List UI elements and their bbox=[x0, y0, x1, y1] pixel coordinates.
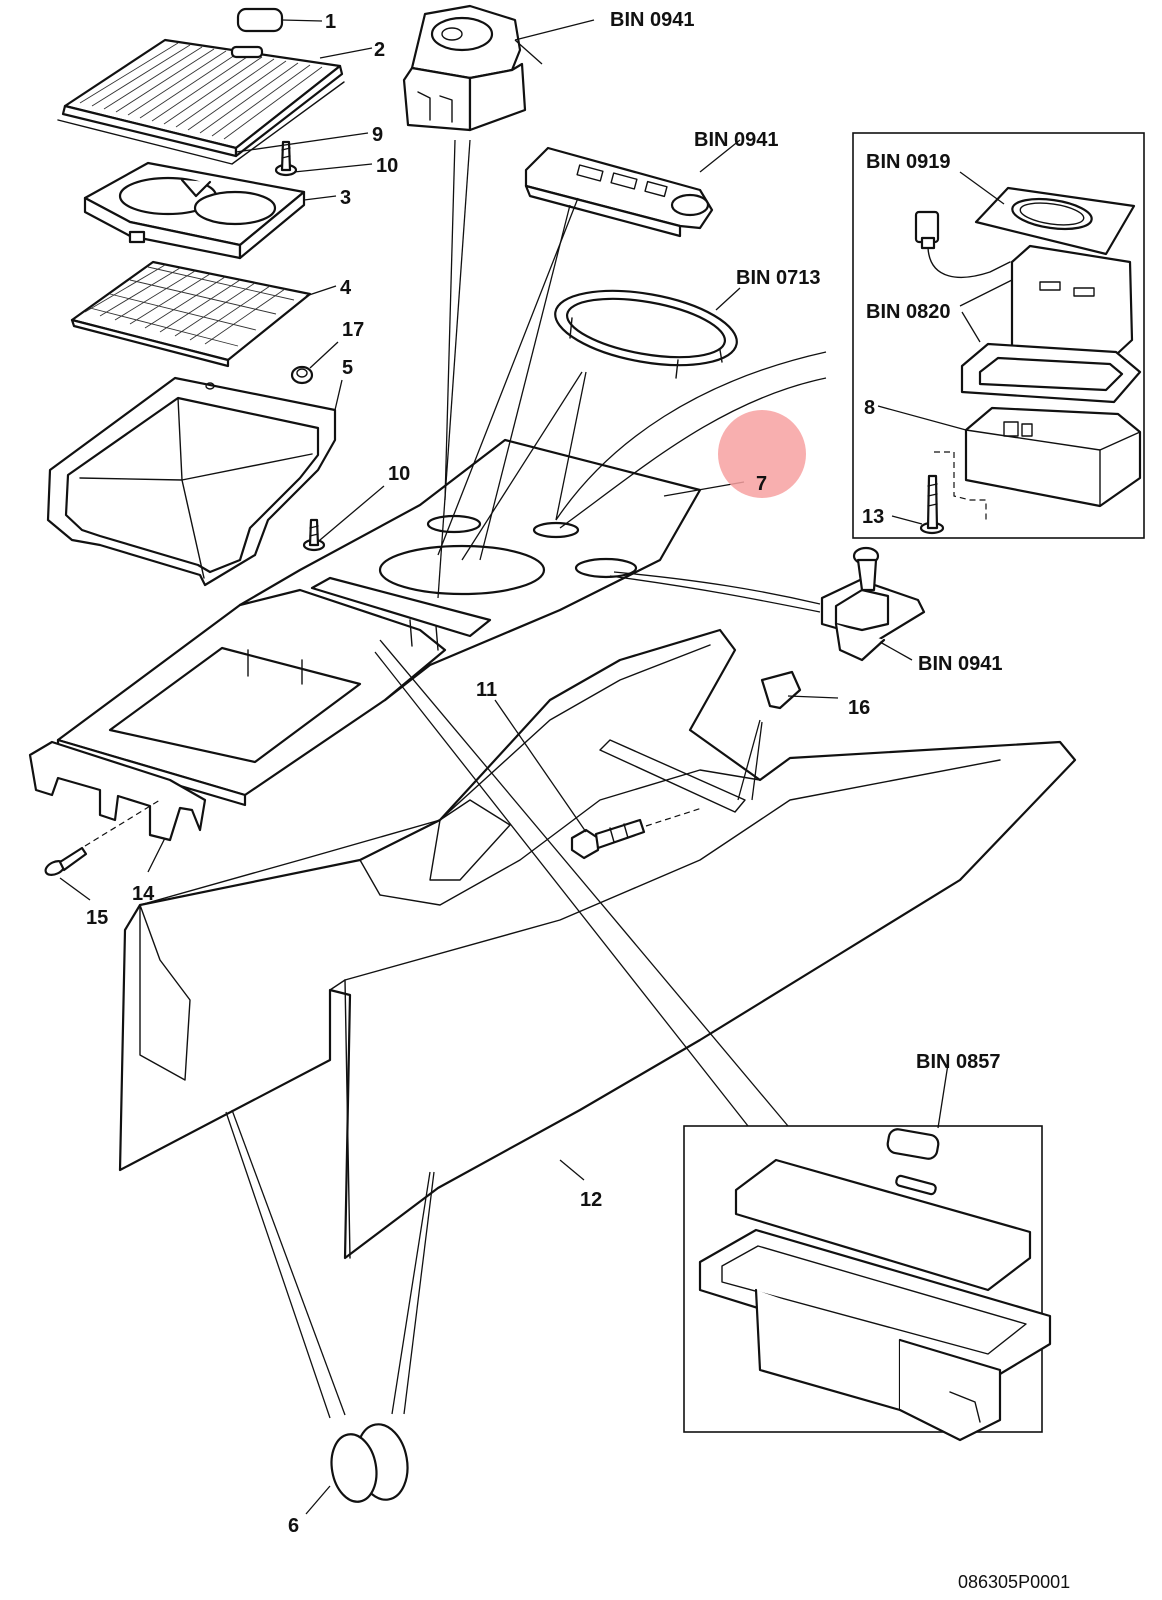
part-16-clip bbox=[760, 670, 802, 710]
bin-label-0941-mid[interactable]: BIN 0941 bbox=[694, 129, 779, 151]
callout-15[interactable]: 15 bbox=[86, 907, 108, 929]
callout-8[interactable]: 8 bbox=[864, 397, 875, 419]
part-10-screw-top bbox=[274, 140, 298, 177]
drawing-reference-number: 086305P0001 bbox=[958, 1572, 1070, 1592]
callout-1[interactable]: 1 bbox=[325, 11, 336, 33]
bin-0820-cup-holder bbox=[960, 244, 1142, 404]
part-17-grommet bbox=[290, 365, 314, 385]
callout-14[interactable]: 14 bbox=[132, 883, 155, 905]
bin-0713-trim-ring bbox=[554, 289, 738, 379]
callout-11[interactable]: 11 bbox=[476, 679, 497, 701]
callout-13[interactable]: 13 bbox=[862, 506, 884, 528]
bin-0919-connector-wire bbox=[914, 210, 1011, 278]
bin-0857-ashtray bbox=[698, 1128, 1052, 1442]
inset-frame-bin-0919-0820 bbox=[852, 132, 1145, 539]
part-9-seal bbox=[57, 81, 345, 165]
callout-3[interactable]: 3 bbox=[340, 187, 351, 209]
callout-2[interactable]: 2 bbox=[374, 39, 385, 61]
bin-label-0941-right[interactable]: BIN 0941 bbox=[918, 653, 1003, 675]
part-3-cupholder-frame bbox=[83, 161, 306, 260]
bin-0941-joystick bbox=[820, 546, 926, 662]
bin-label-0713[interactable]: BIN 0713 bbox=[736, 267, 821, 289]
part-10-screw-lower bbox=[302, 518, 326, 552]
part-15-screw bbox=[44, 846, 88, 876]
part-11-bolt bbox=[570, 807, 703, 860]
part-12-console-body bbox=[118, 628, 1077, 1260]
callout-6[interactable]: 6 bbox=[288, 1515, 299, 1537]
leader-lines bbox=[59, 19, 1013, 1515]
bin-labels: BIN 0941 BIN 0941 BIN 0713 BIN 0919 BIN … bbox=[610, 9, 1003, 1073]
part-13-screw bbox=[919, 451, 987, 535]
bin-label-0857[interactable]: BIN 0857 bbox=[916, 1051, 1001, 1073]
console-bezel bbox=[56, 576, 492, 807]
bin-label-0820[interactable]: BIN 0820 bbox=[866, 301, 951, 323]
callout-12[interactable]: 12 bbox=[580, 1189, 602, 1211]
callout-9[interactable]: 9 bbox=[372, 124, 383, 146]
part-2-lid bbox=[61, 38, 344, 158]
part-1-cap bbox=[236, 7, 284, 33]
part-8-base-housing bbox=[964, 406, 1142, 508]
callout-10-lower[interactable]: 10 bbox=[388, 463, 410, 485]
part-6-plug bbox=[330, 1423, 409, 1503]
callout-16[interactable]: 16 bbox=[848, 697, 870, 719]
part-5-storage-bin bbox=[46, 376, 337, 587]
callout-10-top[interactable]: 10 bbox=[376, 155, 398, 177]
callout-numbers: 1 2 9 10 3 4 17 5 10 7 16 11 14 15 12 6 … bbox=[86, 11, 884, 1537]
part-4-grid-mat bbox=[70, 260, 312, 368]
inset-frame-bin-0857 bbox=[683, 1125, 1043, 1433]
bin-label-0919[interactable]: BIN 0919 bbox=[866, 151, 951, 173]
bin-0941-switch-pack bbox=[524, 146, 714, 238]
callout-5[interactable]: 5 bbox=[342, 357, 353, 379]
bin-0941-gear-module bbox=[402, 4, 527, 132]
callout-4[interactable]: 4 bbox=[340, 277, 352, 299]
part-14-bracket bbox=[28, 740, 207, 847]
highlight-marker[interactable] bbox=[718, 410, 806, 498]
bin-0919-speaker bbox=[974, 186, 1136, 256]
callout-17[interactable]: 17 bbox=[342, 319, 364, 341]
callout-7[interactable]: 7 bbox=[756, 473, 767, 495]
bin-label-0941-top[interactable]: BIN 0941 bbox=[610, 9, 695, 31]
